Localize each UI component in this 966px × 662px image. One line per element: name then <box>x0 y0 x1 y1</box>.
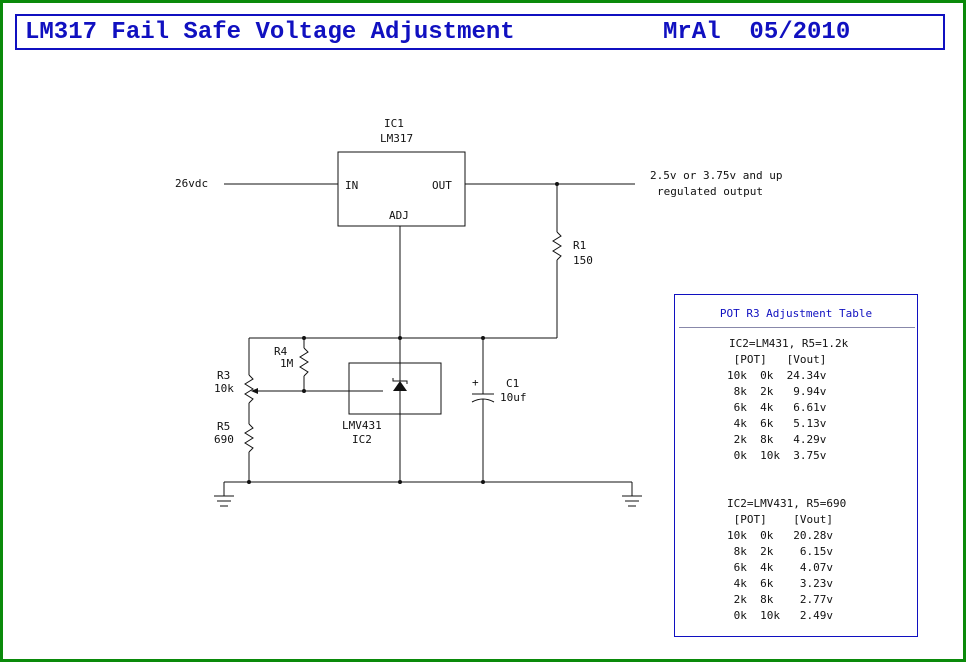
ic1-pin-in: IN <box>345 179 358 192</box>
junction-r4-top <box>302 336 306 340</box>
c1-ref-label: C1 <box>506 377 519 390</box>
table-separator <box>679 327 915 328</box>
r4-value-label: 1M <box>280 357 294 370</box>
adjust-table: POT R3 Adjustment Table IC2=LM431, R5=1.… <box>674 294 918 637</box>
author-date: MrAl 05/2010 <box>663 19 851 46</box>
table-title: POT R3 Adjustment Table <box>719 307 873 320</box>
junction-c1-top <box>481 336 485 340</box>
ic1-body <box>337 151 466 227</box>
r3-wiper-arrow <box>251 388 258 394</box>
r1-value-label: 150 <box>573 254 593 267</box>
table-row: 2k 8k 2.77v <box>727 593 833 606</box>
c1-value-label: 10uf <box>500 391 527 404</box>
junction-gnd-c1 <box>481 480 485 484</box>
ic1-part-label: LM317 <box>380 132 413 145</box>
page-title: LM317 Fail Safe Voltage Adjustment <box>25 19 515 46</box>
title-bar: LM317 Fail Safe Voltage Adjustment MrAl … <box>15 14 945 50</box>
r3-value-label: 10k <box>214 382 234 395</box>
ic1-pin-adj: ADJ <box>389 209 409 222</box>
junction-gnd-ic2 <box>398 480 402 484</box>
r5-resistor <box>244 423 254 453</box>
ic2-body <box>348 362 442 415</box>
table-row: 10k 0k 20.28v <box>727 529 833 542</box>
table-row: 6k 4k 4.07v <box>727 561 833 574</box>
table-row: 10k 0k 24.34v <box>727 369 827 382</box>
table-row: 0k 10k 2.49v <box>727 609 833 622</box>
ic1-pin-out: OUT <box>432 179 452 192</box>
table-row: 8k 2k 6.15v <box>727 545 833 558</box>
r1-resistor <box>552 231 562 261</box>
r4-ref-label: R4 <box>274 345 288 358</box>
section2-heading: IC2=LMV431, R5=690 <box>727 497 847 510</box>
r3-resistor <box>244 374 254 404</box>
section1-heading: IC2=LM431, R5=1.2k <box>729 337 849 350</box>
junction-output <box>555 182 559 186</box>
r1-ref-label: R1 <box>573 239 586 252</box>
table-row: 2k 8k 4.29v <box>727 433 827 446</box>
ic2-part-label: LMV431 <box>342 419 382 432</box>
ic1-ref-label: IC1 <box>384 117 404 130</box>
r5-value-label: 690 <box>214 433 234 446</box>
input-voltage-label: 26vdc <box>175 177 208 190</box>
section1-columns: [POT] [Vout] <box>727 353 827 366</box>
r3-ref-label: R3 <box>217 369 230 382</box>
table-row: 4k 6k 5.13v <box>727 417 827 430</box>
junction-wiper <box>302 389 306 393</box>
output-label-line2: regulated output <box>657 185 763 198</box>
c1-polarity-label: + <box>472 376 479 389</box>
r5-ref-label: R5 <box>217 420 230 433</box>
table-row: 0k 10k 3.75v <box>727 449 827 462</box>
junction-adj <box>398 336 402 340</box>
table-row: 6k 4k 6.61v <box>727 401 827 414</box>
r4-resistor <box>299 347 309 377</box>
output-label-line1: 2.5v or 3.75v and up <box>650 169 782 182</box>
table-row: 4k 6k 3.23v <box>727 577 833 590</box>
ic2-ref-label: IC2 <box>352 433 372 446</box>
section2-columns: [POT] [Vout] <box>727 513 833 526</box>
table-row: 8k 2k 9.94v <box>727 385 827 398</box>
ic2-zener-triangle <box>393 381 407 391</box>
junction-gnd-r5 <box>247 480 251 484</box>
